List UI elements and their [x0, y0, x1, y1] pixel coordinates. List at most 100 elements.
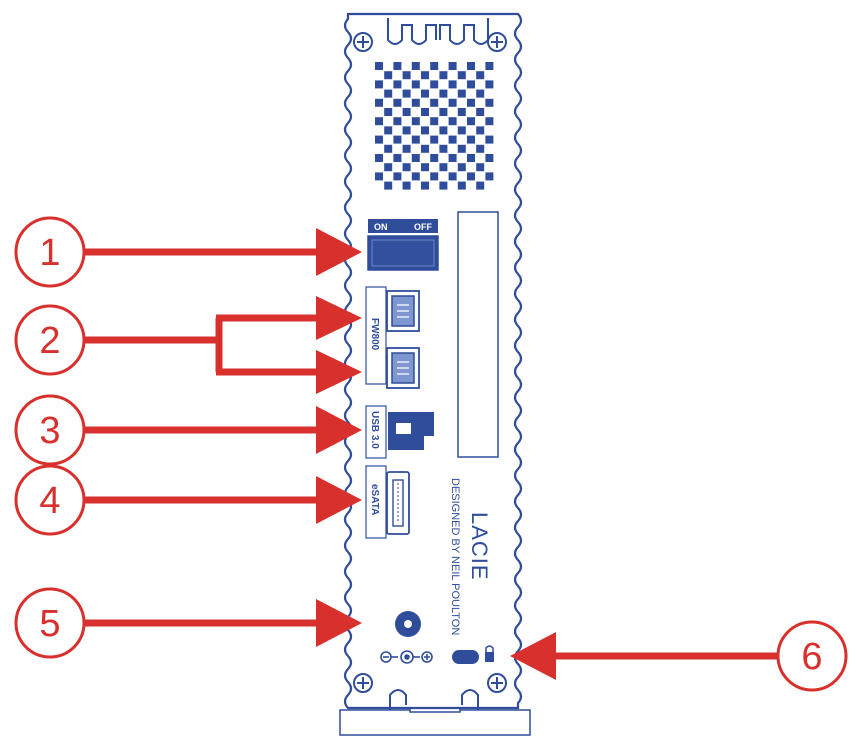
firewire-label: FW800: [369, 318, 380, 351]
vent-hole: [393, 117, 402, 126]
usb-label: USB 3.0: [369, 411, 380, 449]
vent-hole: [402, 89, 411, 98]
lacie-logo: LACIE: [467, 512, 492, 581]
esata-port[interactable]: [386, 471, 410, 535]
callout-circle-1: 1: [14, 216, 86, 288]
callout-number: 3: [39, 410, 60, 452]
vent-hole: [439, 163, 448, 172]
callout-circle-4: 4: [14, 464, 86, 536]
vent-hole: [448, 62, 457, 70]
vent-hole: [393, 154, 402, 162]
vent-hole: [430, 154, 439, 162]
firewire-port-2[interactable]: [386, 347, 420, 389]
vent-hole: [448, 80, 457, 89]
vent-hole: [411, 62, 420, 70]
vent-hole: [421, 71, 429, 80]
vent-hole: [439, 89, 448, 98]
vent-hole: [375, 135, 383, 144]
vent-hole: [439, 108, 448, 116]
vent-hole: [467, 80, 475, 89]
vent-hole: [457, 181, 466, 190]
vent-hole: [485, 135, 494, 144]
vent-hole: [402, 126, 411, 135]
vent-hole: [467, 117, 475, 126]
vent-hole: [402, 181, 411, 190]
screw-icon: [487, 673, 507, 693]
callout-number: 4: [39, 480, 60, 522]
vent-hole: [467, 62, 475, 70]
vent-hole: [476, 71, 485, 80]
vent-hole: [393, 62, 402, 70]
vent-hole: [485, 154, 494, 162]
vent-hole: [384, 126, 393, 135]
vent-hole: [384, 181, 393, 190]
vent-hole: [476, 181, 485, 190]
vent-hole: [457, 89, 466, 98]
dc-polarity-icon: [380, 650, 433, 664]
vent-hole: [476, 144, 485, 153]
callout-circle-6: 6: [776, 620, 848, 692]
vent-hole: [467, 135, 475, 144]
callout-circle-2: 2: [14, 304, 86, 376]
vent-hole: [384, 144, 393, 153]
callout-arrow-2: [82, 296, 362, 394]
callout-circle-3: 3: [14, 394, 86, 466]
firewire-port-1[interactable]: [386, 290, 420, 332]
vent-hole: [457, 163, 466, 172]
power-input[interactable]: [395, 611, 421, 637]
vent-hole: [375, 117, 383, 126]
callout-number: 5: [39, 603, 60, 645]
vent-hole: [476, 163, 485, 172]
designer-text: DESIGNED BY NEIL POULTON: [449, 478, 461, 635]
vent-hole: [457, 108, 466, 116]
callout-number: 1: [39, 232, 60, 274]
vent-hole: [402, 163, 411, 172]
vent-hole: [411, 172, 420, 181]
vent-hole: [485, 172, 494, 181]
vent-hole: [421, 89, 429, 98]
vent-hole: [421, 181, 429, 190]
vent-hole: [439, 181, 448, 190]
vent-hole: [476, 108, 485, 116]
vent-hole: [457, 144, 466, 153]
callout-arrow-6: [510, 632, 778, 680]
vent-hole: [430, 98, 439, 107]
vent-hole: [375, 98, 383, 107]
vent-hole: [393, 172, 402, 181]
vent-hole: [467, 172, 475, 181]
firewire-label-strip: [365, 286, 387, 385]
vent-hole: [384, 108, 393, 116]
ventilation-grid: [375, 62, 494, 190]
vent-hole: [448, 98, 457, 107]
vent-hole: [384, 71, 393, 80]
vent-hole: [402, 144, 411, 153]
label-panel: [457, 211, 499, 458]
esata-label: eSATA: [369, 484, 380, 515]
security-lock-slot[interactable]: [452, 650, 479, 664]
vent-hole: [448, 154, 457, 162]
vent-hole: [485, 62, 494, 70]
callout-arrow-1: [82, 228, 362, 276]
vent-hole: [411, 117, 420, 126]
bottom-fins: [389, 689, 479, 710]
callout-circle-5: 5: [14, 587, 86, 659]
power-switch[interactable]: ON OFF: [367, 219, 439, 271]
vent-hole: [467, 154, 475, 162]
usb-port[interactable]: [388, 412, 434, 450]
vent-hole: [411, 98, 420, 107]
vent-hole: [485, 117, 494, 126]
vent-hole: [411, 80, 420, 89]
vent-hole: [448, 135, 457, 144]
vent-hole: [430, 172, 439, 181]
vent-hole: [384, 163, 393, 172]
screw-icon: [353, 32, 373, 52]
vent-hole: [411, 135, 420, 144]
esata-label-strip: [365, 465, 387, 539]
vent-hole: [476, 89, 485, 98]
vent-hole: [393, 80, 402, 89]
vent-hole: [375, 80, 383, 89]
vent-hole: [448, 117, 457, 126]
vent-hole: [402, 108, 411, 116]
vent-hole: [402, 71, 411, 80]
